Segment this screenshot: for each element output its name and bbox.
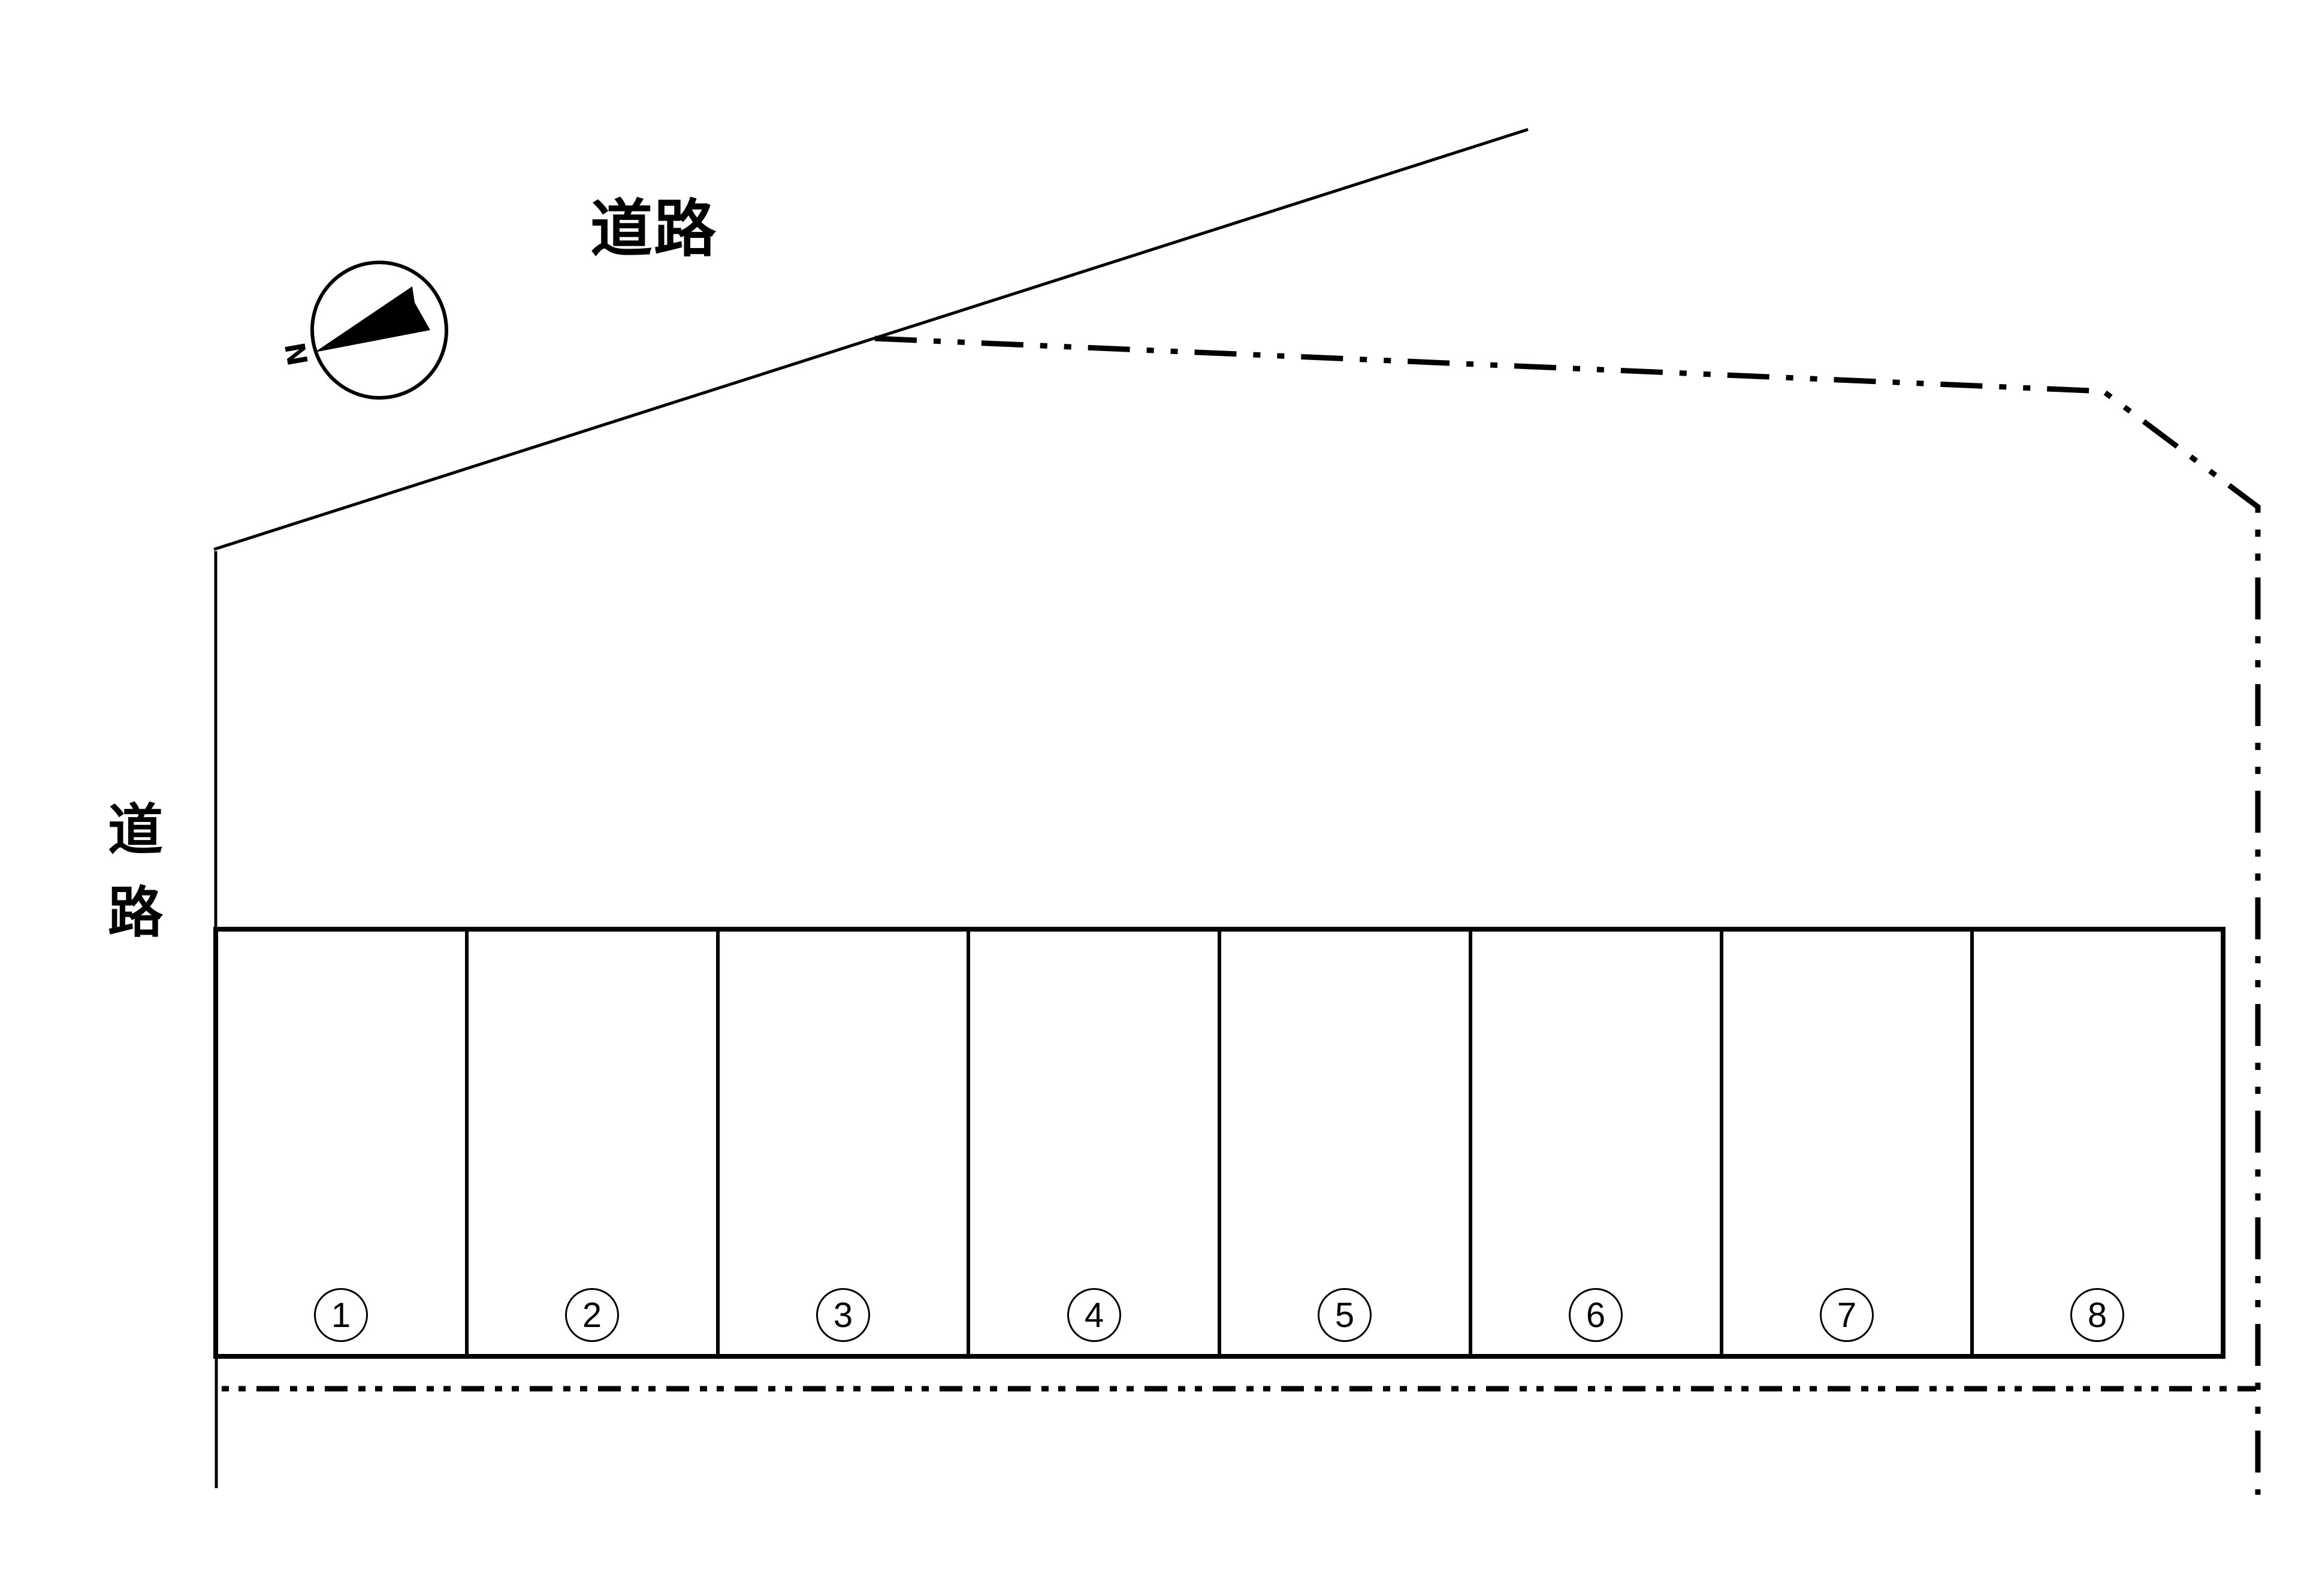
road-label-left-char-1: 道 — [108, 798, 164, 862]
road-label-left-char-2: 路 — [108, 881, 164, 945]
road-edge-top — [213, 128, 1529, 551]
compass-north-letter: N — [279, 340, 315, 368]
parking-spot-number: 8 — [2070, 1288, 2124, 1342]
parking-spot-number: 1 — [314, 1288, 368, 1342]
parking-spot-number: 2 — [565, 1288, 619, 1342]
parking-spot-number: 3 — [816, 1288, 870, 1342]
road-label-top: 道路 — [590, 192, 718, 265]
parking-spot-number: 6 — [1569, 1288, 1623, 1342]
north-arrow-icon — [310, 261, 449, 400]
parking-spot-number: 5 — [1318, 1288, 1372, 1342]
parking-spot-number: 7 — [1820, 1288, 1874, 1342]
parking-spot-number: 4 — [1067, 1288, 1121, 1342]
parking-dividers — [465, 929, 1974, 1356]
